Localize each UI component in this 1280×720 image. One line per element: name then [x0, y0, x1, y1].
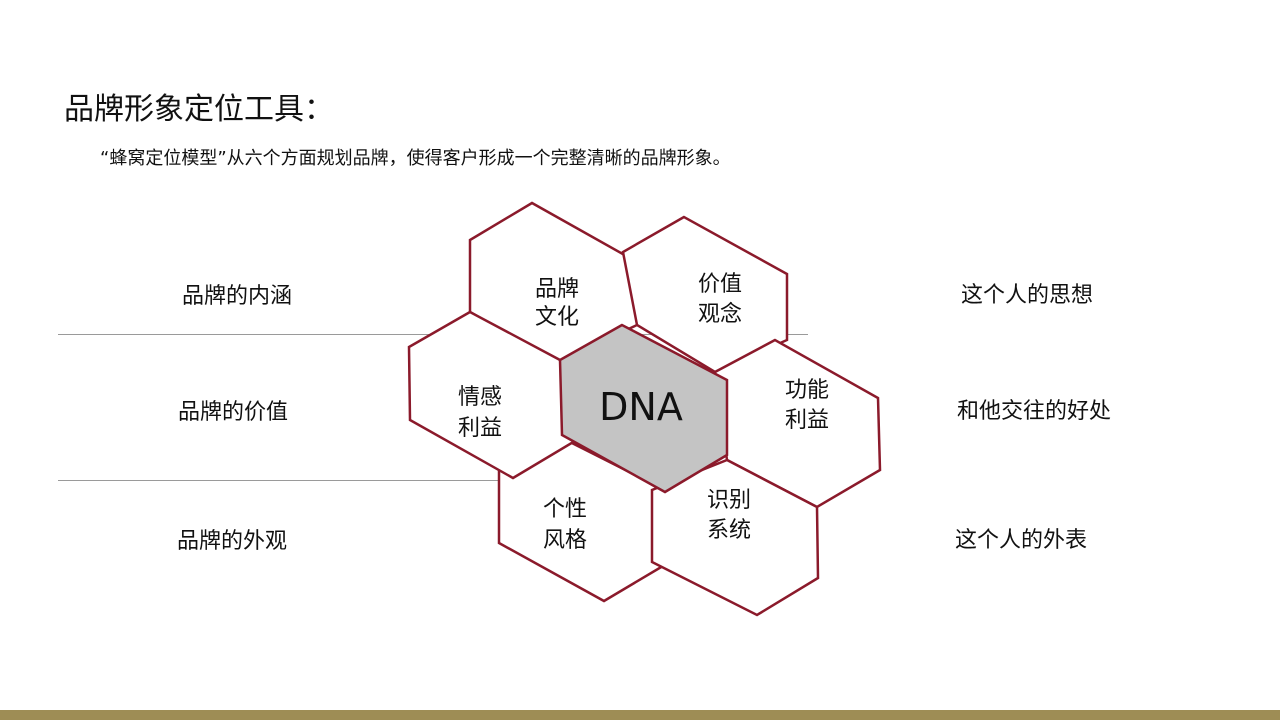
hex-identity: 识别 系统 — [650, 458, 820, 617]
hex-emotional: 情感 利益 — [407, 310, 577, 480]
hex-values-line2: 观念 — [698, 302, 742, 327]
hex-functional-line2: 利益 — [785, 408, 829, 433]
hex-emotional-line1: 情感 — [458, 385, 502, 410]
hex-dna-label: DNA — [599, 385, 683, 429]
hex-functional-line1: 功能 — [785, 378, 829, 403]
hex-functional: 功能 利益 — [713, 338, 882, 509]
hex-personality: 个性 风格 — [497, 435, 670, 603]
slide-title: 品牌形象定位工具： — [64, 92, 334, 127]
divider-bottom — [58, 480, 808, 481]
hex-dna-center: DNA — [558, 323, 729, 494]
slide-subtitle: “蜂窝定位模型”从六个方面规划品牌，使得客户形成一个完整清晰的品牌形象。 — [100, 148, 731, 169]
left-label-connotation: 品牌的内涵 — [181, 284, 293, 309]
left-label-value: 品牌的价值 — [177, 400, 289, 425]
left-label-appearance: 品牌的外观 — [176, 529, 288, 554]
hex-values: 价值 观念 — [621, 215, 789, 374]
hex-identity-line2: 系统 — [707, 518, 751, 543]
hex-brand-culture-line2: 文化 — [535, 305, 579, 330]
hex-identity-line1: 识别 — [707, 488, 751, 513]
right-label-looks: 这个人的外表 — [954, 528, 1088, 553]
hex-emotional-line2: 利益 — [458, 416, 502, 441]
right-label-benefit: 和他交往的好处 — [956, 399, 1112, 424]
hex-personality-line2: 风格 — [543, 528, 587, 553]
hex-values-line1: 价值 — [698, 272, 742, 297]
hex-personality-line1: 个性 — [543, 497, 587, 522]
footer-bar — [0, 710, 1280, 720]
hex-brand-culture-line1: 品牌 — [535, 277, 579, 302]
hex-brand-culture: 品牌 文化 — [468, 201, 639, 364]
right-label-thought: 这个人的思想 — [960, 283, 1094, 308]
